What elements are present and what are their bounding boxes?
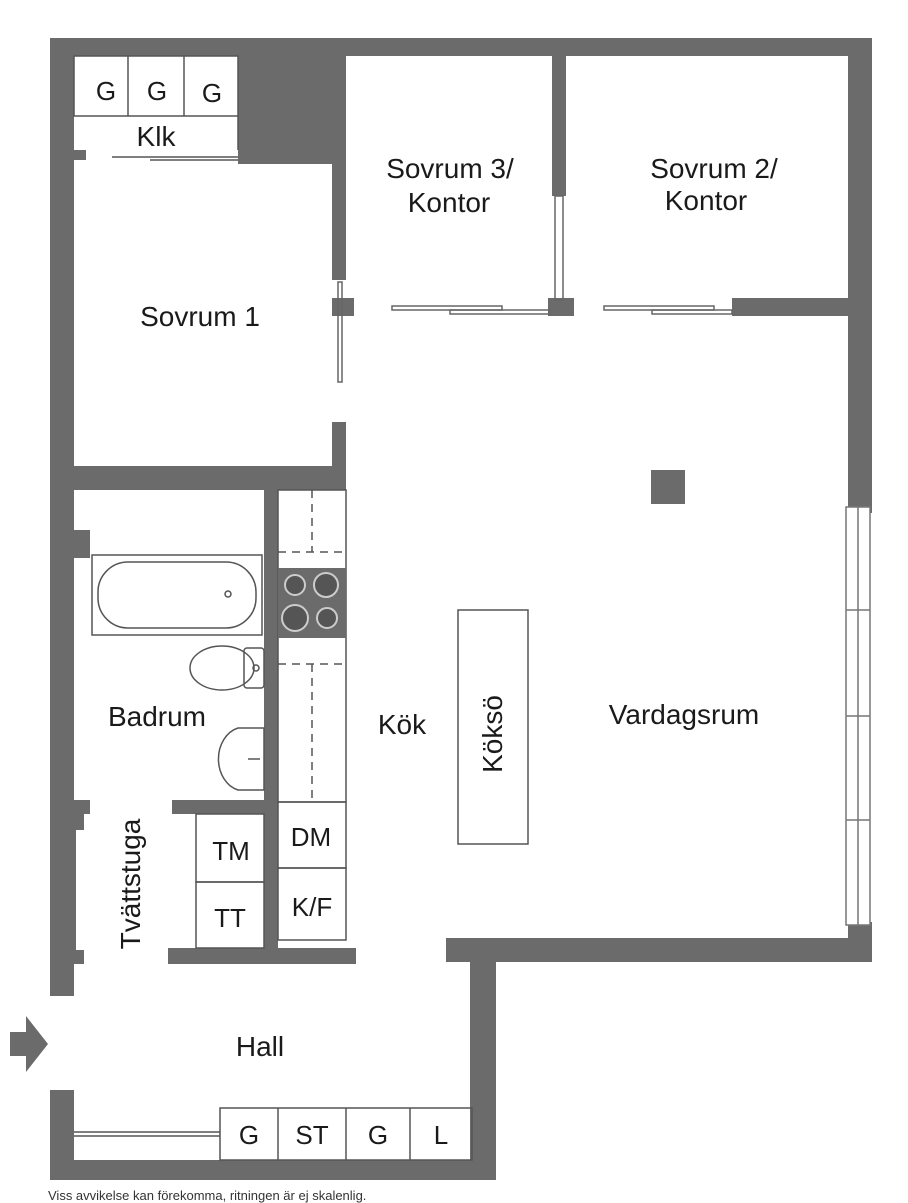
kokso-label: Köksö xyxy=(477,695,508,773)
appliances xyxy=(195,801,347,949)
vardagsrum-label: Vardagsrum xyxy=(609,699,759,730)
kf-label: K/F xyxy=(292,892,332,922)
doors xyxy=(337,195,733,383)
top-closet-g3-label: G xyxy=(202,78,222,108)
tt-label: TT xyxy=(214,903,246,933)
hall-label: Hall xyxy=(236,1031,284,1062)
sink-icon xyxy=(217,727,265,791)
sovrum3-label-line1: Sovrum 3/ xyxy=(386,153,514,184)
stove-icon xyxy=(278,568,346,638)
footnote: Viss avvikelse kan förekomma, ritningen … xyxy=(48,1188,367,1203)
toilet-icon xyxy=(189,645,265,691)
sovrum2-label-line2: Kontor xyxy=(665,185,748,216)
kitchen-counter xyxy=(277,489,347,803)
kitchen-island xyxy=(457,609,529,845)
klk-label: Klk xyxy=(137,121,177,152)
hall-st-label: ST xyxy=(295,1120,328,1150)
laundry-wall xyxy=(72,830,76,950)
hall-g2-label: G xyxy=(368,1120,388,1150)
badrum-label: Badrum xyxy=(108,701,206,732)
top-closet-g1-label: G xyxy=(96,76,116,106)
pillar xyxy=(651,470,685,504)
walls xyxy=(50,38,872,1180)
bathtub-icon xyxy=(91,554,263,636)
hall-l-label: L xyxy=(434,1120,448,1150)
dm-label: DM xyxy=(291,822,331,852)
tm-label: TM xyxy=(212,836,250,866)
entry-arrow-icon xyxy=(10,1016,48,1072)
hall-closets xyxy=(74,1107,473,1161)
sovrum3-label-line2: Kontor xyxy=(408,187,491,218)
floors xyxy=(74,56,848,948)
kok-label: Kök xyxy=(378,709,427,740)
top-closet xyxy=(73,55,239,161)
hall-g1-label: G xyxy=(239,1120,259,1150)
tvattstuga-label: Tvättstuga xyxy=(115,818,146,949)
sovrum2-label-line1: Sovrum 2/ xyxy=(650,153,778,184)
window xyxy=(845,506,871,926)
sovrum1-label: Sovrum 1 xyxy=(140,301,260,332)
top-closet-g2-label: G xyxy=(147,76,167,106)
